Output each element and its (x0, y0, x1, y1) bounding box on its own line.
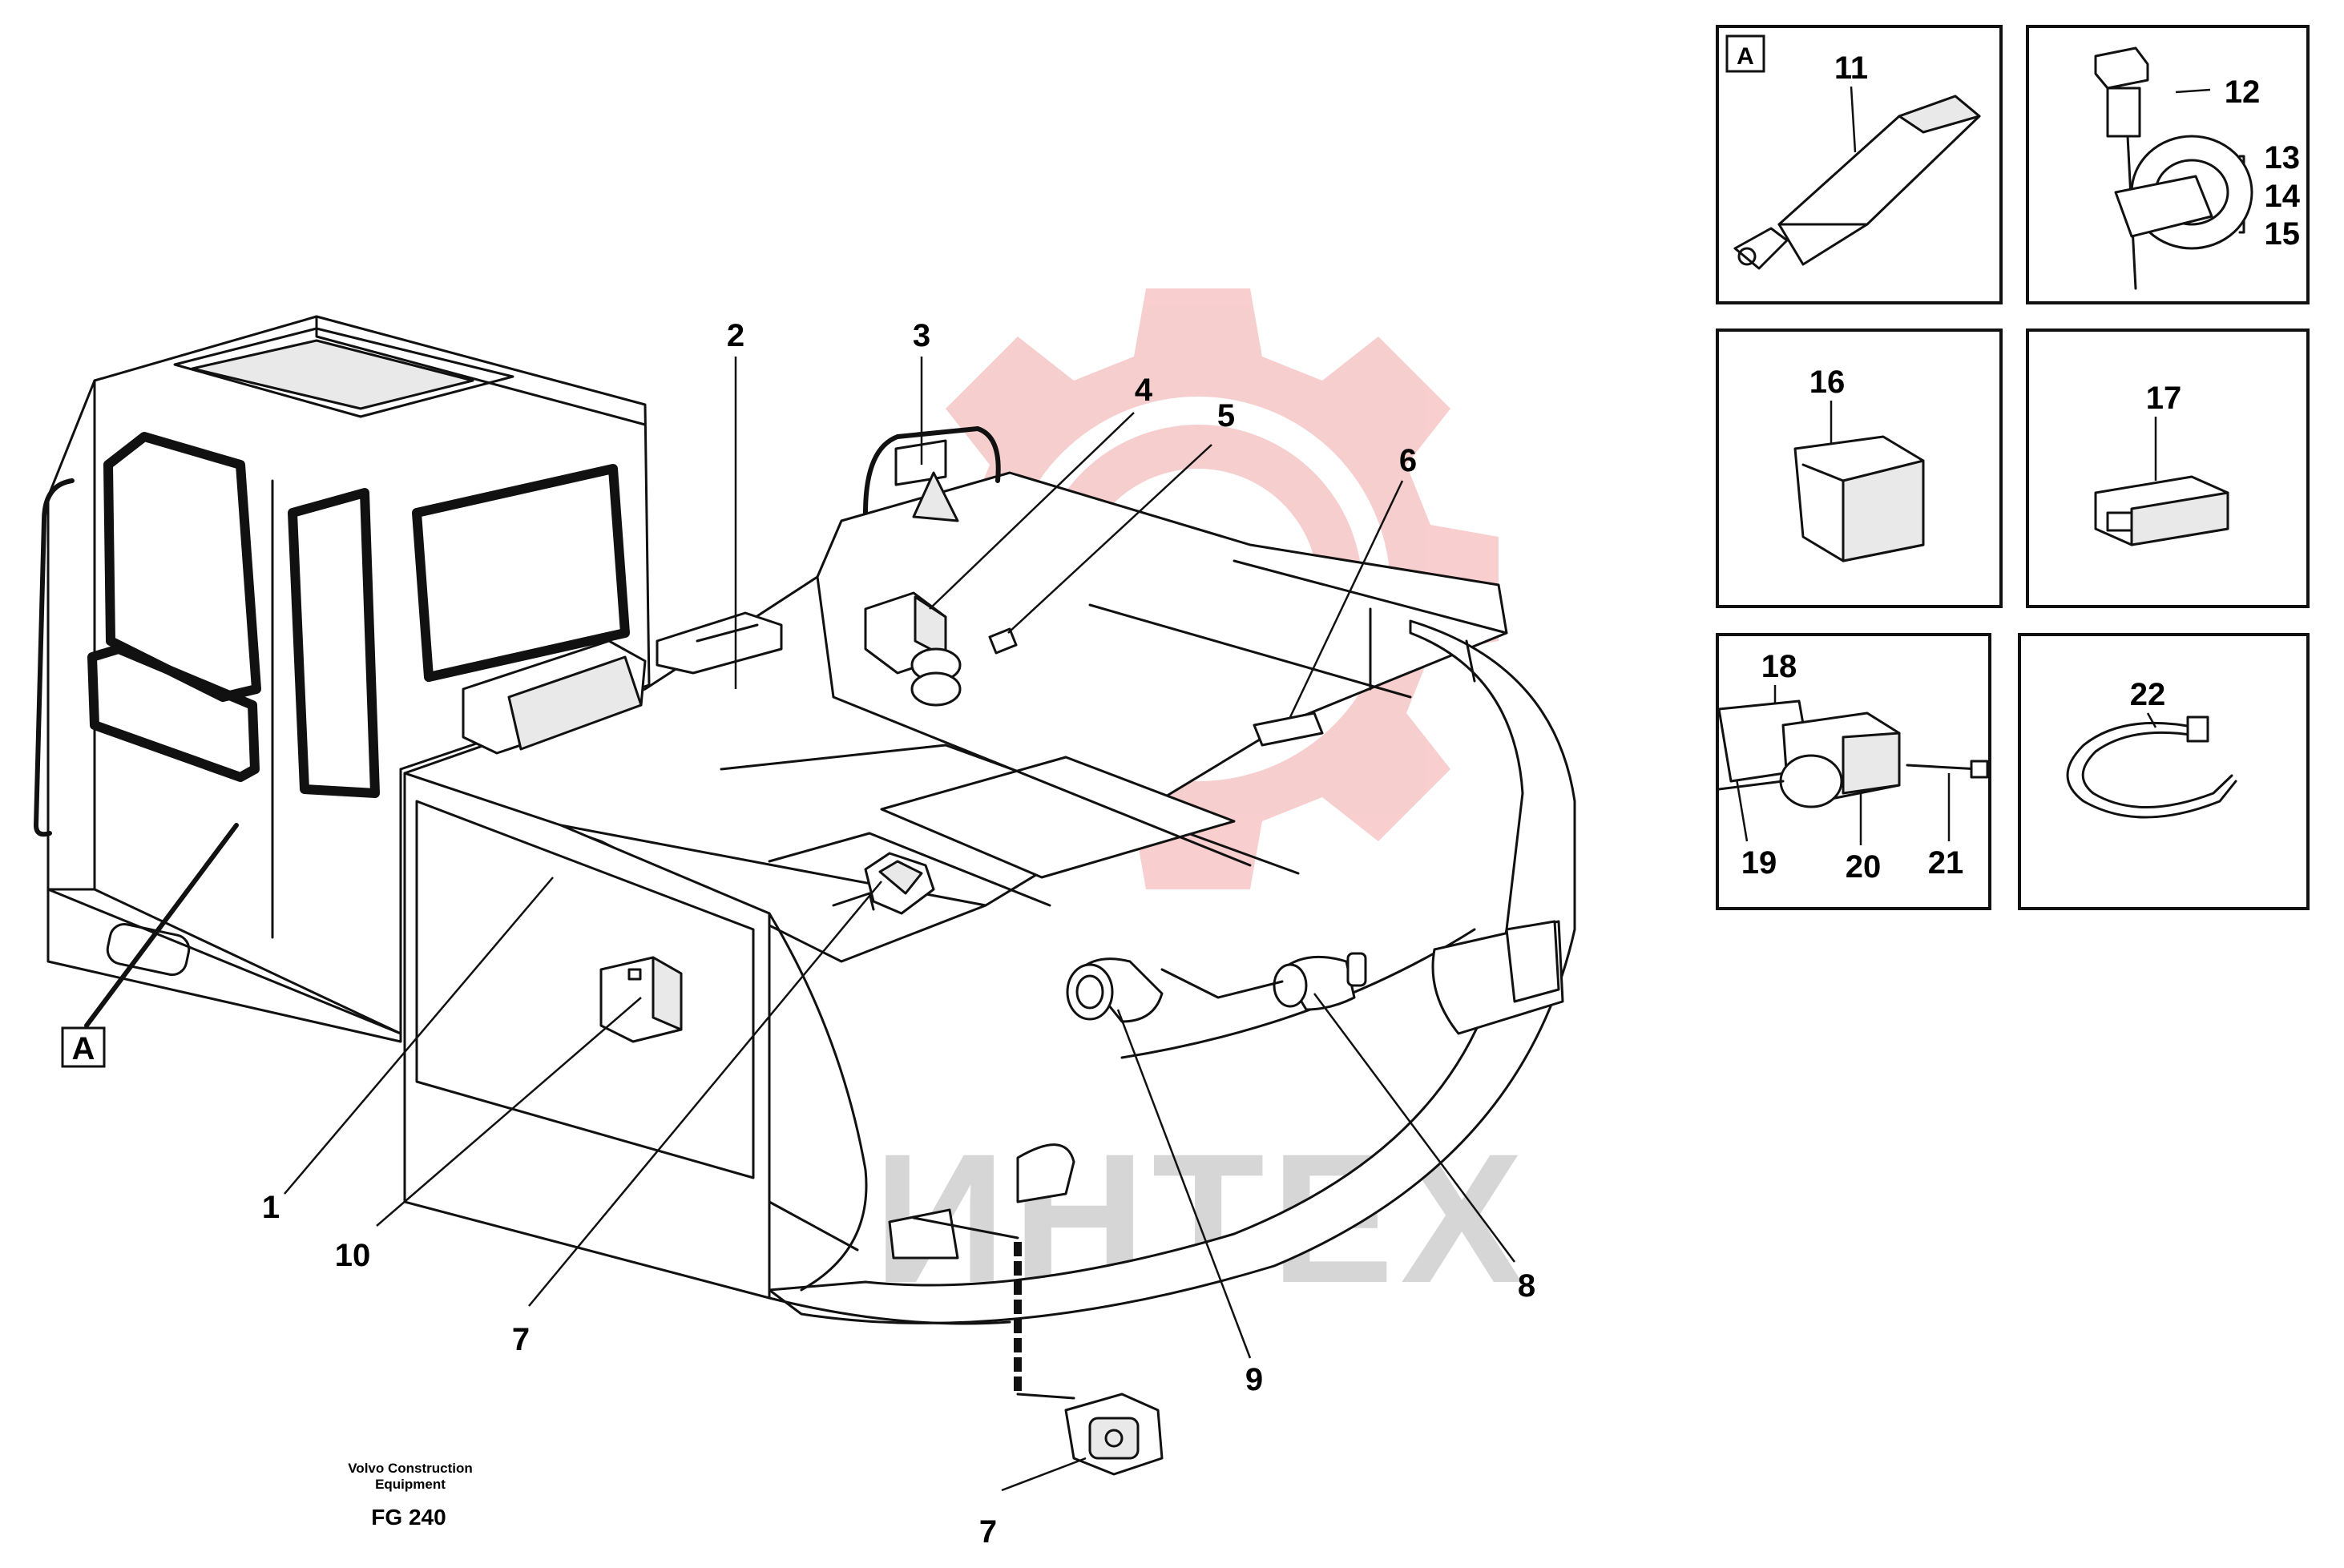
leader-lines (84, 357, 1516, 1492)
callout-6: 6 (1399, 443, 1417, 478)
detail-panel-12-15: 12 13 14 15 (2026, 25, 2310, 304)
company-line-2: Equipment (375, 1477, 446, 1492)
detail-panel-11: A 11 (1716, 25, 2003, 304)
callout-2: 2 (727, 318, 744, 353)
part-15-label: 15 (2265, 216, 2301, 252)
part-18-label: 18 (1761, 649, 1797, 684)
callout-3: 3 (913, 318, 930, 353)
view-a-box (61, 1026, 106, 1068)
callout-5: 5 (1217, 398, 1235, 433)
part-14-label: 14 (2265, 179, 2301, 214)
detail-panel-22: 22 (2018, 633, 2310, 910)
callout-7-lower: 7 (979, 1514, 997, 1550)
operator-cab (34, 315, 651, 1043)
part-19-label: 19 (1741, 845, 1777, 881)
part-17-label: 17 (2146, 381, 2182, 416)
view-a-label: A (72, 1031, 95, 1066)
detail-panel-18-21: 18 19 20 21 (1716, 633, 1991, 910)
upper-structure (403, 426, 1576, 1476)
part-20-label: 20 (1846, 849, 1882, 885)
detail-panel-17: 17 (2026, 329, 2310, 608)
part-16-label: 16 (1809, 365, 1846, 400)
panel-a-label: A (1737, 43, 1754, 70)
detail-panel-16: 16 (1716, 329, 2003, 608)
callout-9: 9 (1245, 1362, 1263, 1397)
callout-4: 4 (1135, 373, 1153, 408)
part-11-label: 11 (1834, 50, 1868, 86)
part-22-label: 22 (2130, 677, 2166, 712)
callout-1: 1 (262, 1190, 280, 1225)
figure-code: FG 240 (371, 1505, 446, 1530)
callout-7-upper: 7 (512, 1322, 530, 1357)
company-line-1: Volvo Construction (348, 1461, 473, 1476)
part-21-label: 21 (1928, 845, 1964, 881)
part-12-label: 12 (2225, 75, 2261, 110)
callout-8: 8 (1518, 1268, 1535, 1304)
part-13-label: 13 (2265, 140, 2301, 175)
callout-10: 10 (335, 1238, 371, 1273)
